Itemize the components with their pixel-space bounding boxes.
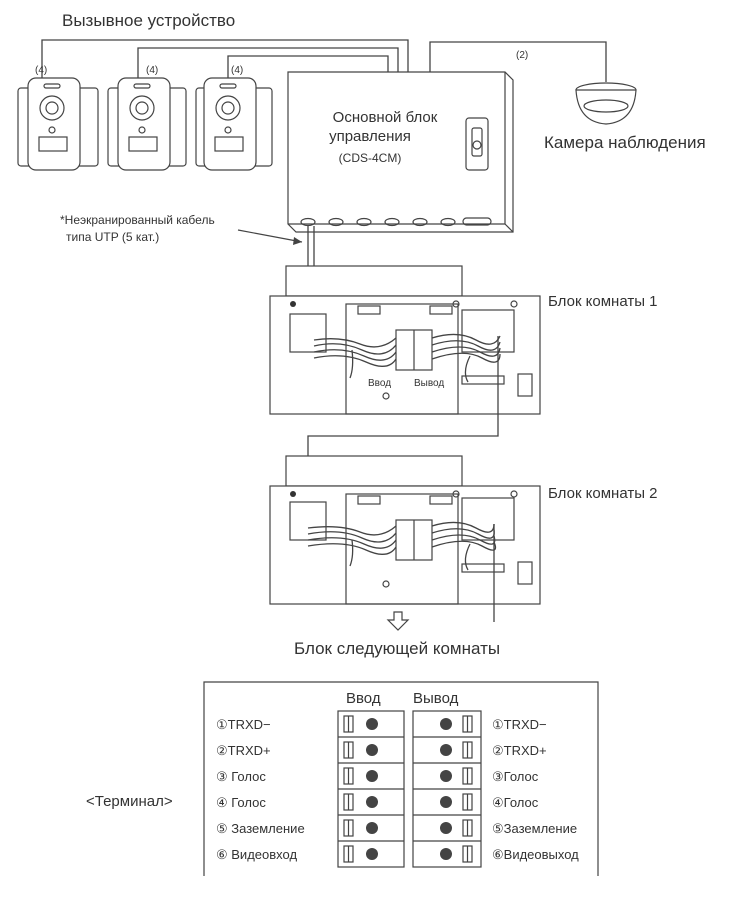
door-count-3: (4) (231, 65, 243, 76)
terminal-input-screw (366, 770, 378, 782)
terminal-input-screw (366, 822, 378, 834)
terminal-output-screw (440, 848, 452, 860)
terminal-output-screw (440, 796, 452, 808)
terminal-input-label: ④ Голос (216, 795, 266, 810)
terminal-caption: <Терминал> (86, 793, 173, 810)
terminal-output-label: ④Голос (492, 795, 539, 810)
utp-cable-note: *Неэкранированный кабель типа UTP (5 кат… (60, 213, 303, 245)
cable-note-line2: типа UTP (5 кат.) (66, 230, 159, 244)
terminal-input-screw (366, 796, 378, 808)
terminal-output-label: ①TRXD− (492, 717, 547, 732)
room1-input-label: Ввод (368, 378, 391, 389)
door-station-1: (4) (17, 65, 99, 171)
terminal-output-screw (440, 822, 452, 834)
next-room-arrow (386, 611, 410, 631)
camera-count: (2) (516, 50, 528, 61)
main-control-unit: Основной блок управления (CDS-4CM) (287, 71, 514, 233)
terminal-output-header: Вывод (413, 690, 459, 707)
door-count-1: (4) (35, 65, 47, 76)
door-station-wires (41, 39, 607, 88)
main-unit-title-1: Основной блок (333, 109, 438, 126)
terminal-input-screw (366, 744, 378, 756)
door-count-2: (4) (146, 65, 158, 76)
cable-note-line1: *Неэкранированный кабель (60, 213, 215, 227)
door-station-2: (4) (107, 65, 187, 171)
terminal-output-label: ②TRXD+ (492, 743, 547, 758)
terminal-input-label: ⑥ Видеовход (216, 847, 297, 862)
room2-label: Блок комнаты 2 (548, 485, 658, 502)
terminal-output-screw (440, 718, 452, 730)
next-room-label: Блок следующей комнаты (294, 639, 500, 658)
room1-label: Блок комнаты 1 (548, 293, 658, 310)
terminal-input-label: ③ Голос (216, 769, 266, 784)
room-unit-2: Блок комнаты 2 (269, 455, 658, 622)
terminal-output-label: ⑤Заземление (492, 821, 577, 836)
terminal-output-label: ⑥Видеовыход (492, 847, 579, 862)
terminal-detail: <Терминал> Ввод Вывод ①TRXD− ①TRXD− ②TRXD+… (86, 681, 599, 876)
camera-label: Камера наблюдения (544, 133, 706, 152)
terminal-output-screw (440, 770, 452, 782)
terminal-output-screw (440, 744, 452, 756)
terminal-input-label: ①TRXD− (216, 717, 271, 732)
call-device-title: Вызывное устройство (62, 11, 235, 30)
main-unit-title-2: управления (329, 128, 411, 145)
terminal-input-label: ⑤ Заземление (216, 821, 305, 836)
terminal-rows: ①TRXD− ①TRXD− ②TRXD+ ②TRXD+ ③ Голос ③Голос ④ Г… (216, 715, 579, 863)
room1-output-label: Вывод (414, 378, 444, 389)
terminal-output-label: ③Голос (492, 769, 539, 784)
terminal-input-screw (366, 718, 378, 730)
terminal-input-label: ②TRXD+ (216, 743, 271, 758)
main-unit-model: (CDS-4CM) (339, 151, 402, 165)
surveillance-camera: (2) Камера наблюдения (516, 50, 706, 152)
terminal-input-screw (366, 848, 378, 860)
room-unit-1: Ввод Вывод Блок комнаты 1 (269, 265, 658, 415)
door-station-3: (4) (195, 65, 273, 171)
terminal-input-header: Ввод (346, 690, 381, 707)
